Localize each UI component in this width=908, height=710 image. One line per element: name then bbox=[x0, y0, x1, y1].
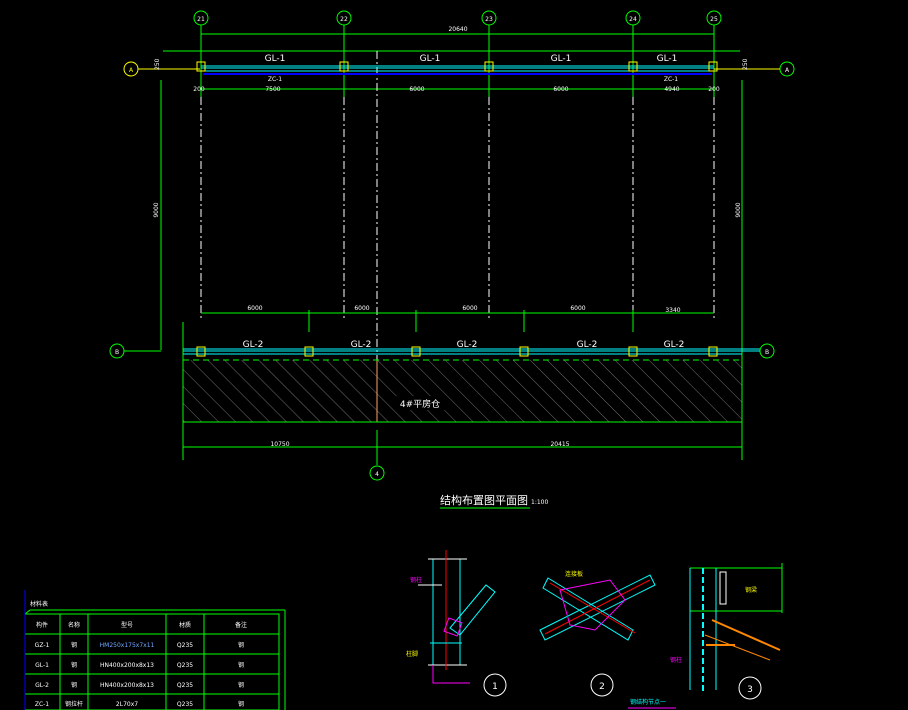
mid-dimensions: 6000 6000 6000 6000 3340 bbox=[247, 305, 680, 314]
drawing-text: 钢 bbox=[71, 681, 77, 689]
drawing-text: 3 bbox=[747, 685, 753, 695]
detail-3: 钢梁 钢柱 3 bbox=[670, 563, 783, 700]
brace-label: ZC-1 bbox=[268, 76, 282, 83]
drawing-text: GL-1 bbox=[35, 662, 49, 669]
material-table bbox=[24, 609, 286, 710]
table-row: GL-2 钢 HN400x200x8x13 Q235 钢 bbox=[35, 681, 244, 689]
drawing-text: 200 bbox=[193, 86, 205, 93]
drawing-text: 6000 bbox=[247, 305, 262, 312]
axis-label: 24 bbox=[629, 16, 637, 23]
drawing-text: 4940 bbox=[664, 86, 679, 93]
columns-row-a bbox=[196, 61, 718, 72]
overall-dimension: 20640 bbox=[448, 26, 467, 33]
bottom-dimension: 20415 bbox=[550, 441, 569, 448]
side-small-dim: 250 bbox=[154, 58, 161, 70]
beam-label: GL-2 bbox=[664, 340, 685, 350]
beam-label: GL-2 bbox=[457, 340, 478, 350]
axis-label: A bbox=[129, 67, 134, 74]
drawing-text: 6000 bbox=[354, 305, 369, 312]
table-row: ZC-1 钢拉杆 2L70x7 Q235 钢 bbox=[35, 700, 244, 708]
drawing-text: 连接板 bbox=[565, 570, 583, 578]
drawing-text: 型号 bbox=[121, 621, 133, 629]
drawing-text: 柱脚 bbox=[406, 650, 418, 658]
beam-label: GL-2 bbox=[351, 340, 372, 350]
plan-scale: 1:100 bbox=[531, 499, 548, 506]
table-row: GZ-1 钢 HM250x175x7x11 Q235 钢 bbox=[35, 641, 244, 649]
beam-label: GL-2 bbox=[243, 340, 264, 350]
detail-2: 连接板 2 bbox=[539, 570, 656, 697]
columns-row-b bbox=[196, 346, 718, 357]
top-dimensions: 200 7500 6000 6000 4940 200 bbox=[193, 86, 720, 93]
drawing-text: 钢梁 bbox=[745, 586, 757, 594]
drawing-text: 2L70x7 bbox=[116, 701, 138, 708]
axis-bubble-b bbox=[109, 343, 125, 359]
area-label: 4#平房仓 bbox=[400, 398, 440, 410]
drawing-text: 材质 bbox=[179, 621, 191, 629]
side-dimension-left: 9000 bbox=[153, 202, 160, 217]
detail-1: 钢柱 柱脚 1 bbox=[406, 550, 507, 697]
beam-label: GL-1 bbox=[657, 54, 678, 64]
table-row: GL-1 钢 HN400x200x8x13 Q235 钢 bbox=[35, 661, 244, 669]
drawing-text: 钢 bbox=[71, 641, 77, 649]
drawing-text: 钢柱 bbox=[410, 576, 422, 584]
drawing-text: 钢拉杆 bbox=[65, 700, 83, 708]
beam-label: GL-1 bbox=[420, 54, 441, 64]
drawing-text: 6000 bbox=[462, 305, 477, 312]
drawing-text: HN400x200x8x13 bbox=[100, 682, 154, 689]
drawing-text: 钢 bbox=[71, 661, 77, 669]
side-small-dim: 250 bbox=[742, 58, 749, 70]
plan-title: 结构布置图平面图 bbox=[440, 493, 528, 507]
axis-label: B bbox=[765, 349, 769, 356]
drawing-text: Q235 bbox=[177, 662, 193, 669]
drawing-text: 6000 bbox=[570, 305, 585, 312]
axis-label: 25 bbox=[710, 16, 718, 23]
axis-label: A bbox=[785, 67, 790, 74]
beam-label: GL-2 bbox=[577, 340, 598, 350]
drawing-text: 2 bbox=[599, 682, 605, 692]
drawing-text: GL-2 bbox=[35, 682, 49, 689]
drawing-text: 钢 bbox=[238, 681, 244, 689]
table-header: 构件 名称 型号 材质 备注 bbox=[36, 621, 247, 629]
drawing-text: 构件 bbox=[36, 621, 48, 629]
drawing-text: 7500 bbox=[265, 86, 280, 93]
drawing-text: HN400x200x8x13 bbox=[100, 662, 154, 669]
table-title: 材料表 bbox=[30, 600, 48, 608]
top-axis-bubbles: 21 22 23 24 25 bbox=[193, 10, 722, 26]
beam-label: GL-1 bbox=[265, 54, 286, 64]
drawing-text: 钢 bbox=[238, 700, 244, 708]
brace-label: ZC-1 bbox=[664, 76, 678, 83]
axis-label: 22 bbox=[340, 16, 348, 23]
drawing-text: 钢柱 bbox=[670, 656, 682, 664]
details-caption: 钢结构节点一 bbox=[630, 698, 666, 706]
axis-label: 21 bbox=[197, 16, 205, 23]
hatched-area bbox=[183, 360, 742, 422]
drawing-text: GZ-1 bbox=[35, 642, 50, 649]
drawing-text: 钢 bbox=[238, 641, 244, 649]
drawing-text: 名称 bbox=[68, 621, 80, 629]
beam-label: GL-1 bbox=[551, 54, 572, 64]
drawing-text: HM250x175x7x11 bbox=[100, 642, 155, 649]
side-dimension-right: 9000 bbox=[735, 202, 742, 217]
axis-label: 4 bbox=[375, 471, 379, 478]
axis-label: B bbox=[115, 349, 119, 356]
drawing-text: 200 bbox=[708, 86, 720, 93]
drawing-text: Q235 bbox=[177, 701, 193, 708]
drawing-text: Q235 bbox=[177, 642, 193, 649]
drawing-text: ZC-1 bbox=[35, 701, 49, 708]
axis-bubble-4 bbox=[369, 465, 385, 481]
drawing-text: 备注 bbox=[235, 621, 247, 629]
axis-label: 23 bbox=[485, 16, 493, 23]
drawing-text: Q235 bbox=[177, 682, 193, 689]
drawing-text: 6000 bbox=[409, 86, 424, 93]
drawing-text: 钢 bbox=[238, 661, 244, 669]
drawing-text: 1 bbox=[492, 682, 498, 692]
drawing-text: 3340 bbox=[665, 307, 680, 314]
bottom-dimension: 10750 bbox=[270, 441, 289, 448]
drawing-text: 6000 bbox=[553, 86, 568, 93]
